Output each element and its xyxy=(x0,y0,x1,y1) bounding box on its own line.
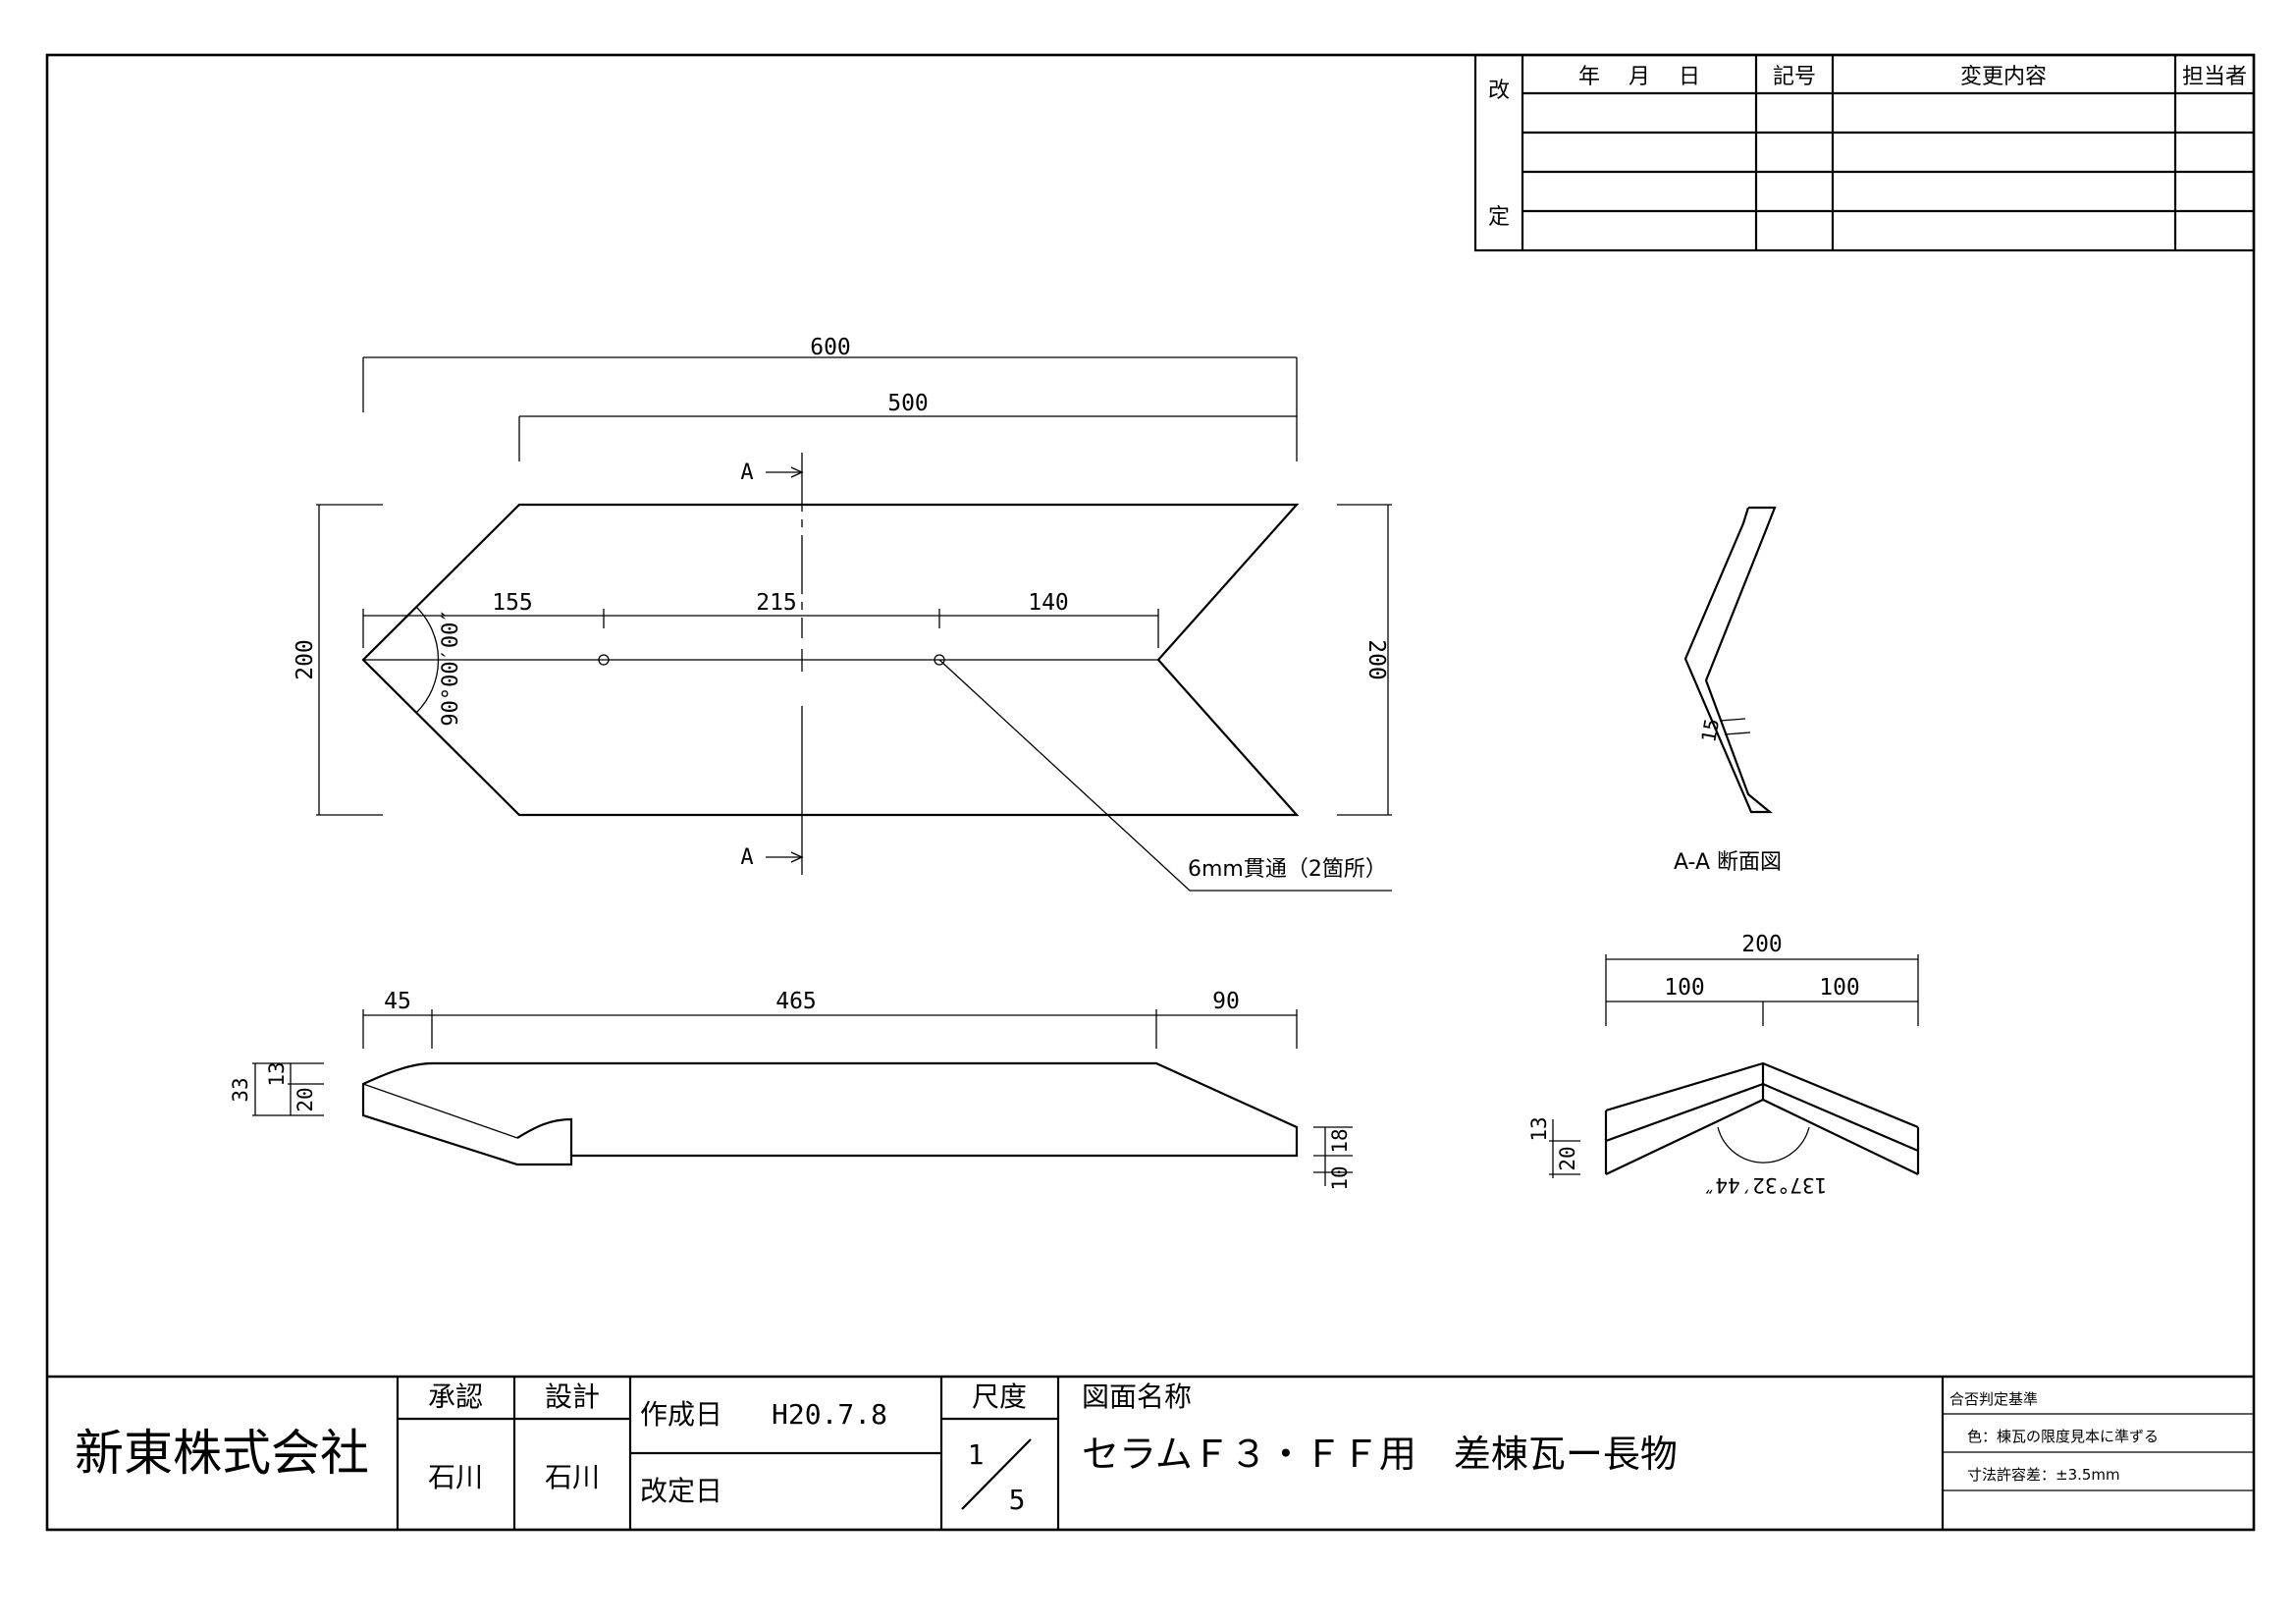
revision-col-date: 年 月 日 xyxy=(1578,65,1700,89)
revision-label-top: 改 xyxy=(1488,79,1510,103)
section-mark-top: A xyxy=(740,460,753,485)
end-dim-left: 100 xyxy=(1664,975,1705,1001)
created-date: H20.7.8 xyxy=(772,1398,887,1431)
side-dim-end-top: 18 xyxy=(1328,1128,1352,1153)
dim-hole-1: 155 xyxy=(492,590,533,616)
company-name: 新東株式会社 xyxy=(75,1425,369,1482)
revision-col-mark: 記号 xyxy=(1773,65,1816,89)
plan-view: 600 500 155 215 140 200 200 90°00′00″ xyxy=(293,335,1392,892)
hole-note: 6mm貫通（2箇所） xyxy=(1188,857,1387,882)
end-dim-total: 200 xyxy=(1741,932,1783,957)
criteria-color: 色：棟瓦の限度見本に準ずる xyxy=(1967,1428,2159,1445)
end-dim-bottom: 20 xyxy=(1556,1146,1579,1170)
side-dim-mid: 465 xyxy=(775,989,817,1014)
section-thickness: 15 xyxy=(1696,717,1724,744)
side-dim-left: 45 xyxy=(384,989,411,1014)
scale-numerator: 1 xyxy=(968,1438,985,1471)
dim-hole-2: 215 xyxy=(756,590,797,616)
revised-label: 改定日 xyxy=(640,1475,722,1507)
criteria-tolerance: 寸法許容差：±3.5mm xyxy=(1967,1466,2120,1484)
criteria-label: 合否判定基準 xyxy=(1949,1390,2038,1408)
end-view: 200 100 100 13 20 137°32′44″ xyxy=(1527,932,1920,1197)
approve-label: 承認 xyxy=(428,1380,483,1413)
scale-divider xyxy=(961,1438,1032,1510)
dim-height-right: 200 xyxy=(1363,639,1389,680)
revision-label-bottom: 定 xyxy=(1488,205,1510,230)
revision-col-person: 担当者 xyxy=(2182,65,2247,89)
drawing-name: セラムＦ３・ＦＦ用 差棟瓦ー長物 xyxy=(1082,1433,1678,1476)
angle-label: 90°00′00″ xyxy=(439,609,463,726)
scale-label: 尺度 xyxy=(972,1380,1027,1413)
created-label: 作成日 xyxy=(640,1398,722,1431)
side-dim-top-h: 13 xyxy=(265,1061,289,1086)
hole-leader xyxy=(938,659,1392,892)
hole-2 xyxy=(934,654,945,666)
design-name: 石川 xyxy=(545,1461,600,1493)
dim-height-left: 200 xyxy=(293,639,318,680)
approve-name: 石川 xyxy=(428,1461,483,1493)
angle-arc xyxy=(415,606,440,714)
section-view: 15 A-A 断面図 xyxy=(1674,506,1782,875)
side-dim-right: 90 xyxy=(1212,989,1240,1014)
section-outline xyxy=(1683,506,1777,814)
hole-1 xyxy=(598,654,610,666)
dim-overall: 600 xyxy=(810,335,851,360)
dim-hole-3: 140 xyxy=(1028,590,1069,616)
title-block: 新東株式会社 承認 設計 石川 石川 作成日 H20.7.8 改定日 尺度 1 … xyxy=(47,1375,2254,1530)
side-dim-low-h: 20 xyxy=(294,1087,317,1111)
side-dim-end-bottom: 10 xyxy=(1328,1165,1352,1190)
section-caption: A-A 断面図 xyxy=(1674,850,1782,875)
side-outline xyxy=(361,1061,1299,1166)
end-dim-top: 13 xyxy=(1527,1116,1551,1141)
design-label: 設計 xyxy=(545,1380,600,1413)
dim-body: 500 xyxy=(887,391,929,416)
scale-denominator: 5 xyxy=(1009,1484,1026,1516)
side-view: 45 465 90 33 13 20 18 10 xyxy=(229,989,1353,1191)
sheet-border xyxy=(45,53,2256,1532)
revision-table: 改 定 年 月 日 記号 変更内容 担当者 xyxy=(1473,53,2256,252)
revision-col-content: 変更内容 xyxy=(1960,65,2047,89)
end-angle: 137°32′44″ xyxy=(1703,1173,1827,1197)
side-dim-total-h: 33 xyxy=(229,1077,252,1102)
drawing-name-label: 図面名称 xyxy=(1082,1380,1192,1413)
section-mark-bottom: A xyxy=(740,845,753,870)
end-dim-right: 100 xyxy=(1819,975,1860,1001)
